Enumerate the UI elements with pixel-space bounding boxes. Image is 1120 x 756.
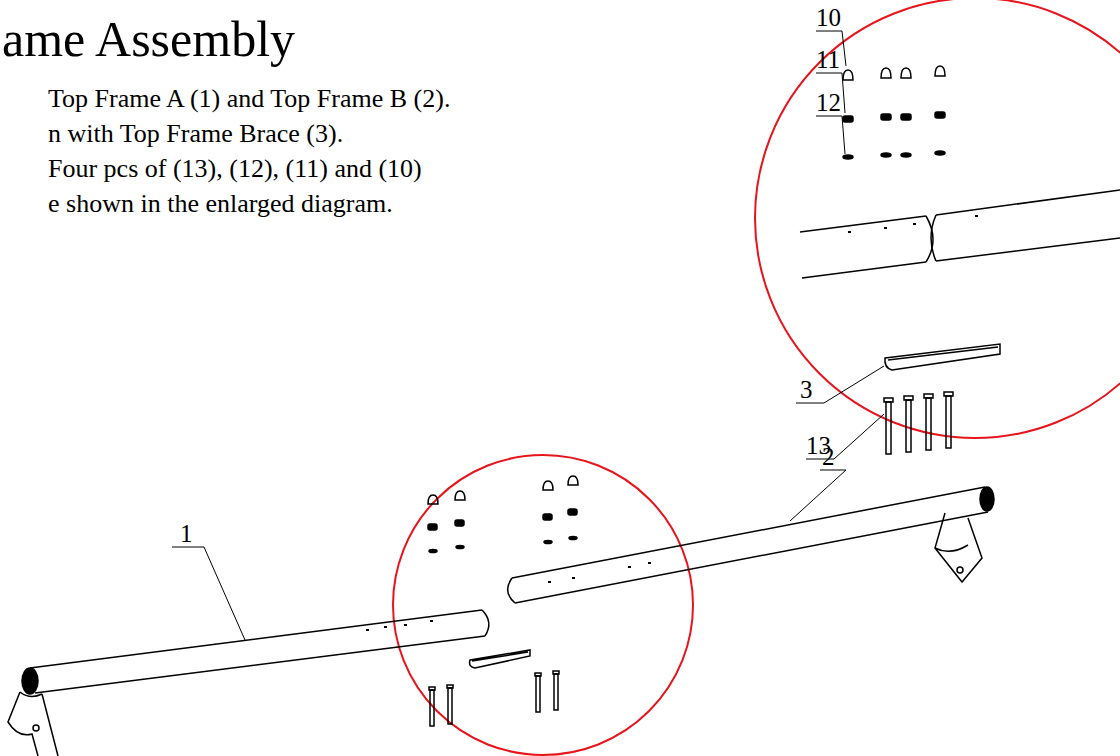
hole-marks <box>848 216 978 232</box>
instruction-text: n with Top Frame Brace (3). <box>48 121 343 147</box>
callout-number: 2 <box>822 444 835 469</box>
zoom-circle <box>755 0 1120 438</box>
bracket-hole <box>957 567 963 573</box>
tube-edge <box>800 190 1120 232</box>
tube-cap <box>980 487 994 511</box>
hole-marks <box>548 563 651 582</box>
nuts <box>843 112 945 122</box>
top-frame-a <box>30 610 485 693</box>
nuts <box>428 509 577 530</box>
tube-cap <box>22 668 38 694</box>
frame-brace <box>470 650 530 668</box>
tube-edge <box>802 238 1120 278</box>
bracket-hole <box>33 725 39 731</box>
callout-number: 10 <box>816 5 841 30</box>
tube-end <box>926 216 933 262</box>
bolts <box>429 671 559 726</box>
tube-end <box>482 610 489 636</box>
callout-number: 12 <box>816 90 841 115</box>
cap-nuts <box>428 476 578 504</box>
cap-nuts <box>843 66 945 80</box>
callout-number: 11 <box>816 47 840 72</box>
instruction-text: Top Frame A (1) and Top Frame B (2). <box>48 86 450 112</box>
callout-number: 1 <box>180 521 193 546</box>
instruction-text: e shown in the enlarged diagram. <box>48 191 393 217</box>
washers <box>429 536 577 552</box>
frame-brace <box>885 344 1000 370</box>
tube-end <box>508 578 515 603</box>
instruction-text: Four pcs of (13), (12), (11) and (10) <box>48 156 422 182</box>
bolts <box>884 392 953 454</box>
callout-number: 3 <box>800 377 813 402</box>
hole-marks <box>366 621 433 630</box>
washers <box>843 151 945 159</box>
zoom-circle <box>393 455 693 755</box>
top-frame-b <box>512 487 988 603</box>
tube-end <box>931 215 936 261</box>
frame-bracket <box>935 513 982 582</box>
page-title: ame Assembly <box>2 14 295 64</box>
frame-bracket <box>8 692 58 756</box>
